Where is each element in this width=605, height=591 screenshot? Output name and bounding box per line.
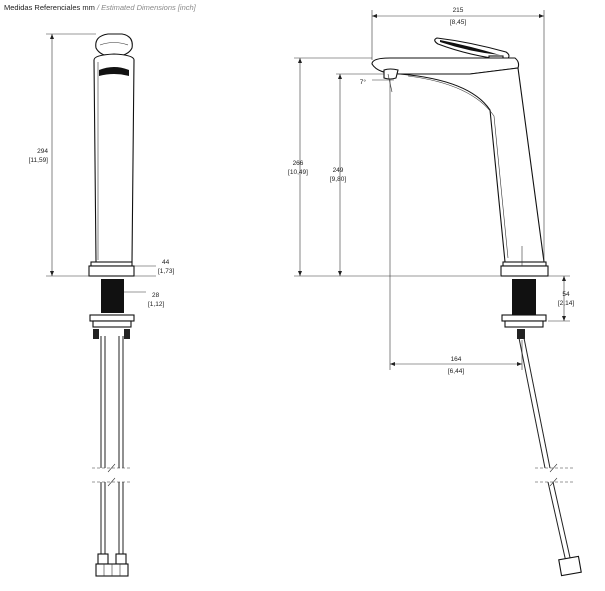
base-54-mm: 54: [562, 291, 570, 298]
reach-215-mm: 215: [453, 7, 464, 14]
base-44-in: [1,73]: [158, 268, 174, 275]
header-subtitle: Estimated Dimensions [inch]: [101, 3, 196, 12]
height-294-mm: 294: [37, 148, 48, 155]
header-title: Medidas Referenciales mm: [4, 3, 95, 12]
base-54-in: [2,14]: [558, 300, 574, 307]
base-44-mm: 44: [162, 259, 170, 266]
front-view: [46, 33, 156, 577]
header-separator: /: [94, 3, 102, 12]
offset-164-mm: 164: [451, 356, 462, 363]
shank-28-mm: 28: [152, 292, 160, 299]
shank-28-in: [1,12]: [148, 301, 164, 308]
angle-7: 7°: [360, 78, 367, 86]
reach-215-in: [8,45]: [450, 19, 466, 26]
height-249-mm: 249: [333, 167, 344, 174]
height-266-in: [10,49]: [288, 169, 308, 176]
offset-164-in: [6,44]: [448, 368, 464, 375]
side-view: [294, 10, 582, 577]
height-294-in: [11,59]: [29, 157, 49, 164]
drawing-header: Medidas Referenciales mm / Estimated Dim…: [4, 3, 196, 12]
height-249-in: [9,80]: [330, 176, 346, 183]
height-266-mm: 266: [293, 160, 304, 167]
